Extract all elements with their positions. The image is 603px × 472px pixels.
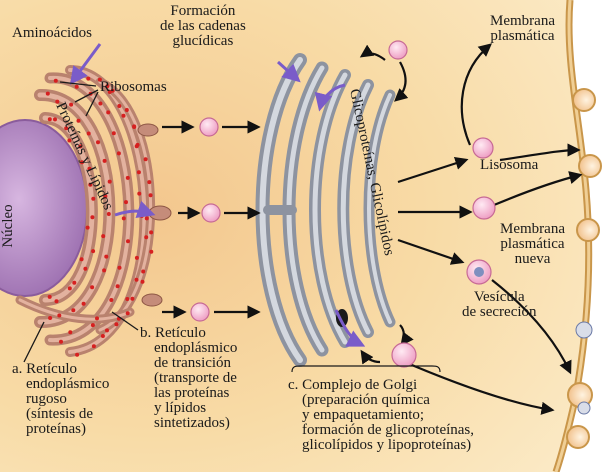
ribosome-dot bbox=[117, 104, 121, 108]
ribosome-dot bbox=[82, 302, 86, 306]
vesicula-secrecion-label: Vesícula de secreción bbox=[462, 290, 537, 320]
ribosome-dot bbox=[137, 192, 141, 196]
ribosome-dot bbox=[59, 340, 63, 344]
ribosome-dot bbox=[144, 235, 148, 239]
ribosome-dot bbox=[48, 295, 52, 299]
nucleo-label: Núcleo bbox=[0, 204, 16, 247]
ribosome-dot bbox=[103, 159, 107, 163]
ribosome-dot bbox=[83, 267, 87, 271]
ribosome-dot bbox=[135, 278, 139, 282]
ribosome-dot bbox=[137, 170, 141, 174]
ribosome-dot bbox=[122, 114, 126, 118]
ribosome-dot bbox=[136, 143, 140, 147]
ribosome-dot bbox=[55, 299, 59, 303]
ribosome-dot bbox=[124, 200, 128, 204]
ribosome-dot bbox=[109, 298, 113, 302]
ribosome-dot bbox=[149, 193, 153, 197]
ribosome-dot bbox=[68, 330, 72, 334]
aminoacidos-label: Aminoácidos bbox=[12, 26, 92, 41]
ribosome-dot bbox=[68, 286, 72, 290]
ribosome-dot bbox=[149, 230, 153, 234]
formacion-cadenas-label: Formación de las cadenas glucídicas bbox=[160, 4, 246, 49]
ribosome-dot bbox=[144, 157, 148, 161]
ribosome-dot bbox=[86, 77, 90, 81]
ribosome-dot bbox=[90, 285, 94, 289]
ribosome-dot bbox=[116, 284, 120, 288]
ribosome-dot bbox=[141, 270, 145, 274]
ribosome-dot bbox=[46, 92, 50, 96]
ribosome-dot bbox=[71, 308, 75, 312]
ribosome-dot bbox=[53, 117, 57, 121]
ribosome-dot bbox=[72, 281, 76, 285]
ribosome-dot bbox=[87, 132, 91, 136]
ribosome-dot bbox=[101, 234, 105, 238]
ribosome-dot bbox=[106, 110, 110, 114]
ribosome-dot bbox=[54, 79, 58, 83]
ribosome-dot bbox=[118, 266, 122, 270]
ribosome-dot bbox=[140, 214, 144, 218]
ribosome-dot bbox=[130, 297, 134, 301]
ribosome-dot bbox=[135, 256, 139, 260]
ribosome-dot bbox=[86, 226, 90, 230]
ribosome-dot bbox=[125, 297, 129, 301]
ribosome-dot bbox=[126, 176, 130, 180]
ribosome-dot bbox=[92, 344, 96, 348]
ribosome-dot bbox=[114, 322, 118, 326]
ribosome-dot bbox=[96, 140, 100, 144]
ribosome-dot bbox=[102, 268, 106, 272]
complejo-golgi-label: c. Complejo de Golgi (preparación químic… bbox=[288, 378, 474, 453]
ribosome-dot bbox=[90, 215, 94, 219]
reticulo-rugoso-label: a. Retículo endoplásmico rugoso (síntesi… bbox=[12, 362, 109, 437]
ribosome-dot bbox=[105, 328, 109, 332]
ribosome-dot bbox=[91, 323, 95, 327]
ribosome-dot bbox=[80, 257, 84, 261]
ribosome-dot bbox=[91, 249, 95, 253]
ribosome-dot bbox=[48, 316, 52, 320]
ribosome-dot bbox=[75, 85, 79, 89]
ribosome-dot bbox=[126, 239, 130, 243]
ribosome-dot bbox=[98, 102, 102, 106]
ribosome-dot bbox=[104, 255, 108, 259]
ribosome-dot bbox=[112, 131, 116, 135]
ribosome-dot bbox=[101, 334, 105, 338]
ribosome-dot bbox=[48, 117, 52, 121]
ribosome-dot bbox=[122, 216, 126, 220]
ribosome-dot bbox=[57, 314, 61, 318]
ribosome-dot bbox=[141, 280, 145, 284]
ribosome-dot bbox=[145, 216, 149, 220]
ribosome-dot bbox=[147, 180, 151, 184]
ribosome-dot bbox=[75, 353, 79, 357]
membrana-plasmatica-label: Membrana plasmática bbox=[490, 14, 555, 44]
ribosomas-label: Ribosomas bbox=[100, 80, 167, 95]
ribosome-dot bbox=[108, 180, 112, 184]
ribosome-dot bbox=[117, 151, 121, 155]
ribosome-dot bbox=[149, 250, 153, 254]
ribosome-dot bbox=[125, 108, 129, 112]
ribosome-dot bbox=[95, 316, 99, 320]
ribosome-dot bbox=[132, 124, 136, 128]
ribosome-dot bbox=[126, 311, 130, 315]
membrana-nueva-label: Membrana plasmática nueva bbox=[500, 222, 565, 267]
ribosome-dot bbox=[107, 212, 111, 216]
lisosoma-label: Lisosoma bbox=[480, 158, 538, 173]
reticulo-transicion-label: b. Retículo endoplásmico de transición (… bbox=[140, 326, 237, 431]
